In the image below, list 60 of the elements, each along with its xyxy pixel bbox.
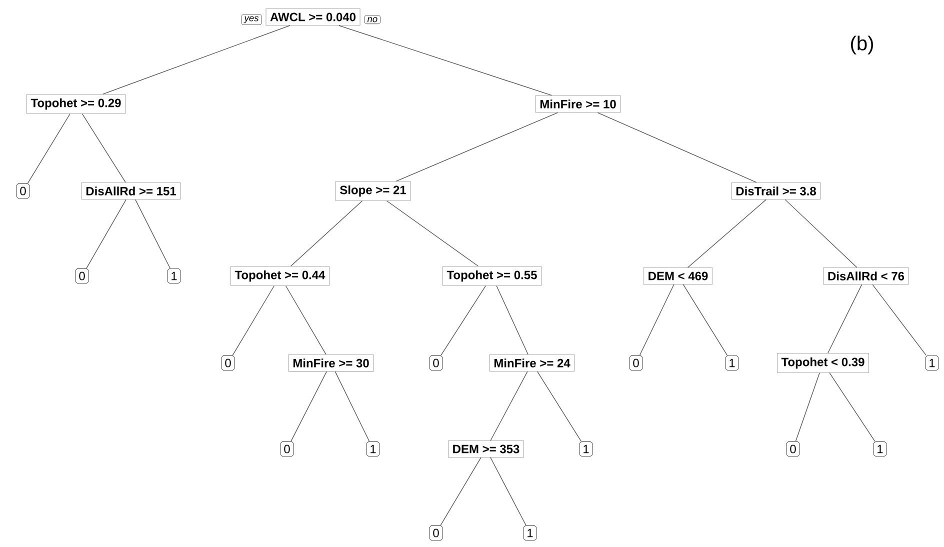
edge-line <box>872 284 926 356</box>
edge-line <box>290 371 327 442</box>
split-node: Slope >= 21 <box>335 181 411 201</box>
edge-line <box>27 114 70 184</box>
edge-line <box>135 199 170 269</box>
split-node: DisTrail >= 3.8 <box>731 182 821 200</box>
edge-line <box>537 371 582 442</box>
leaf-node: 0 <box>786 441 800 457</box>
edge-line <box>490 371 528 441</box>
leaf-node: 1 <box>925 355 939 371</box>
panel-label: (b) <box>851 36 873 54</box>
edge-line <box>682 284 728 356</box>
edge-line <box>688 199 766 268</box>
split-node: Topohet >= 0.44 <box>230 266 330 286</box>
leaf-node: 0 <box>280 441 294 457</box>
split-node: Topohet < 0.39 <box>777 353 869 373</box>
edge-line <box>784 199 858 268</box>
leaf-node: 0 <box>75 268 89 284</box>
leaf-node: 1 <box>167 268 181 284</box>
split-node: DEM >= 353 <box>448 440 524 458</box>
split-node: DEM < 469 <box>644 268 712 285</box>
edge-line <box>496 286 528 355</box>
leaf-node: 1 <box>873 441 887 457</box>
edge-line <box>86 199 126 268</box>
edge-line <box>490 457 526 526</box>
leaf-node: 0 <box>429 525 443 541</box>
leaf-node: 1 <box>725 355 739 371</box>
split-node: MinFire >= 24 <box>489 354 575 372</box>
edge-line <box>82 114 126 183</box>
edge-line <box>829 372 876 442</box>
edge-line <box>828 284 862 354</box>
edge-line <box>396 112 558 182</box>
edge-label: yes <box>241 14 262 26</box>
edge-line <box>290 200 363 266</box>
leaf-node: 0 <box>429 355 443 371</box>
edge-line <box>639 284 674 356</box>
split-node: DisAllRd >= 151 <box>81 182 181 200</box>
leaf-node: 1 <box>579 441 593 457</box>
edge-line <box>334 371 370 442</box>
split-node: MinFire >= 30 <box>288 354 374 372</box>
edge-line <box>338 25 552 96</box>
leaf-node: 1 <box>366 441 380 457</box>
edge-line <box>232 286 274 356</box>
split-node: MinFire >= 10 <box>535 95 621 113</box>
edge-line <box>386 200 479 266</box>
edge-line <box>795 372 820 442</box>
leaf-node: 0 <box>629 355 643 371</box>
edge-line <box>102 25 290 94</box>
split-node: Topohet >= 0.55 <box>442 266 542 286</box>
leaf-node: 0 <box>221 355 235 371</box>
leaf-node: 0 <box>16 183 30 199</box>
edge-line <box>440 457 482 526</box>
leaf-node: 1 <box>523 525 537 541</box>
split-node: AWCL >= 0.040 <box>266 8 360 26</box>
edge-line <box>285 286 326 355</box>
edge-line <box>597 112 757 183</box>
edge-label: no <box>364 15 381 24</box>
edge-line <box>440 286 486 356</box>
split-node: DisAllRd < 76 <box>823 267 909 285</box>
split-node: Topohet >= 0.29 <box>26 94 126 114</box>
